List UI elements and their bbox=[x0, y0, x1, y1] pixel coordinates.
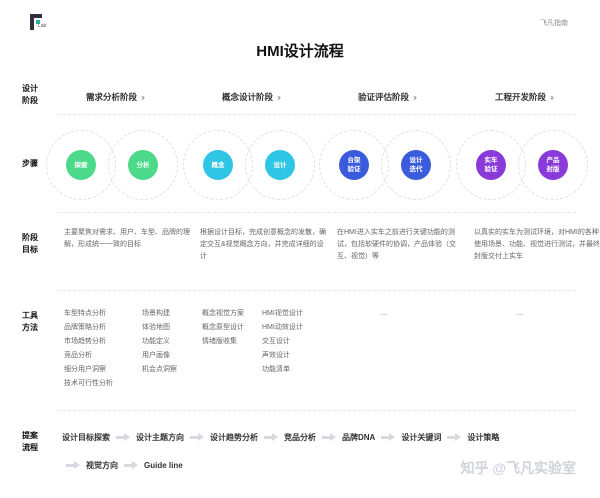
chevron-right-icon: ››› bbox=[141, 92, 145, 102]
phase-concept: 概念设计阶段››› bbox=[222, 92, 281, 102]
arrow-right-icon bbox=[190, 433, 204, 442]
step-ring bbox=[108, 130, 178, 200]
goal-text: 以真实的实车为测试环境，对HMI的各种使用场景、功能、视觉进行测试，并最终封版交… bbox=[474, 229, 600, 260]
watermark: 知乎 @飞凡实验室 bbox=[460, 460, 576, 476]
row-label-proposal: 提案流程 bbox=[22, 431, 38, 452]
proposal-step: 设计目标探索 bbox=[62, 433, 110, 442]
tool-item: HMI动效设计 bbox=[262, 324, 303, 331]
divider bbox=[58, 212, 576, 213]
tool-item: .... bbox=[380, 310, 388, 317]
step-ring bbox=[381, 130, 451, 200]
goal-text: 根据设计目标，完成创意概念的发散，确定交互&视觉概念方向，并完成详细的设计 bbox=[200, 229, 326, 260]
tool-item: .... bbox=[516, 310, 524, 317]
proposal-step: 设计趋势分析 bbox=[210, 433, 258, 442]
arrow-right-icon bbox=[322, 433, 336, 442]
step-ring bbox=[518, 130, 588, 200]
phase-validation: 验证评估阶段››› bbox=[358, 92, 417, 102]
row-label-tools: 工具方法 bbox=[22, 311, 38, 332]
tool-item: 细分用户洞察 bbox=[64, 366, 106, 373]
logo-text: Lab bbox=[38, 23, 47, 29]
arrow-right-icon bbox=[381, 433, 396, 442]
row-label-phase: 设计阶段 bbox=[22, 84, 38, 105]
tools-column: 概念视觉方案概念原型设计情绪版收集 bbox=[202, 307, 244, 349]
tool-item: 用户画像 bbox=[142, 352, 170, 359]
tool-item: 交互设计 bbox=[262, 338, 290, 345]
tool-item: 概念原型设计 bbox=[202, 324, 244, 331]
tool-item: 功能清单 bbox=[262, 366, 290, 373]
tool-item: 技术可行性分析 bbox=[64, 380, 113, 387]
chevron-right-icon: ››› bbox=[277, 92, 281, 102]
tool-item: 功能定义 bbox=[142, 338, 170, 345]
logo bbox=[30, 14, 48, 32]
step-node: 分析 bbox=[128, 150, 158, 180]
step-node: 台架 验证 bbox=[339, 150, 369, 180]
tools-column: .... bbox=[380, 307, 388, 321]
step-node: 设计 bbox=[265, 150, 295, 180]
chevron-right-icon: ››› bbox=[413, 92, 417, 102]
arrow-right-icon bbox=[124, 461, 138, 470]
tool-item: 车型特点分析 bbox=[64, 310, 106, 317]
proposal-step: 视觉方向 bbox=[86, 461, 118, 470]
arrow-right-icon bbox=[116, 433, 130, 442]
page-title: HMI设计流程 bbox=[256, 43, 344, 60]
proposal-flow-row2: 视觉方向 Guide line bbox=[66, 460, 183, 471]
proposal-step: 设计策略 bbox=[467, 433, 500, 442]
tools-column: 车型特点分析品牌策略分析市场趋势分析竞品分析细分用户洞察技术可行性分析 bbox=[64, 307, 113, 391]
proposal-step: 品牌DNA bbox=[342, 433, 376, 442]
step-node: 设计 迭代 bbox=[401, 150, 431, 180]
tool-item: 场景构建 bbox=[142, 310, 170, 317]
proposal-step: Guide line bbox=[144, 461, 183, 470]
chevron-right-icon: ››› bbox=[550, 92, 554, 102]
tool-item: 声效设计 bbox=[262, 352, 290, 359]
tools-column: .... bbox=[516, 307, 524, 321]
divider bbox=[58, 290, 576, 291]
phase-engineering: 工程开发阶段››› bbox=[495, 92, 554, 102]
proposal-step: 设计主题方向 bbox=[136, 433, 184, 442]
step-ring bbox=[245, 130, 315, 200]
tool-item: 品牌策略分析 bbox=[64, 324, 106, 331]
tool-item: HMI视觉设计 bbox=[262, 310, 303, 317]
arrow-right-icon bbox=[66, 461, 80, 470]
tool-item: 概念视觉方案 bbox=[202, 310, 244, 317]
row-label-goals: 阶段目标 bbox=[22, 233, 38, 254]
tools-column: 场景构建体验地图功能定义用户画像机会点洞察 bbox=[142, 307, 177, 377]
goal-text: 主要聚焦对需求、用户、车型、品牌的理解，形成统一一致的目标 bbox=[64, 229, 190, 248]
proposal-step: 竞品分析 bbox=[284, 433, 316, 442]
step-node: 探索 bbox=[66, 150, 96, 180]
brand-name: 飞凡指南 bbox=[540, 20, 568, 27]
proposal-step: 设计关键词 bbox=[401, 433, 442, 442]
step-node: 概念 bbox=[203, 150, 233, 180]
tool-item: 机会点洞察 bbox=[142, 366, 177, 373]
arrow-right-icon bbox=[447, 433, 462, 442]
tool-item: 体验地图 bbox=[142, 324, 170, 331]
tool-item: 竞品分析 bbox=[64, 352, 92, 359]
tool-item: 市场趋势分析 bbox=[64, 338, 106, 345]
arrow-right-icon bbox=[264, 433, 278, 442]
proposal-flow-row1: 设计目标探索 设计主题方向 设计趋势分析 竞品分析 品牌DNA 设计关键词 设计策略 bbox=[62, 432, 499, 443]
step-node: 产品 封版 bbox=[538, 150, 568, 180]
divider bbox=[58, 410, 576, 411]
row-label-steps: 步骤 bbox=[22, 159, 38, 168]
step-node: 实车 验证 bbox=[476, 150, 506, 180]
tool-item: 情绪版收集 bbox=[202, 338, 237, 345]
goal-text: 在HMI进入实车之前进行关键功能的测试，包括软硬件的协调，产品体验（交互、视觉）… bbox=[337, 229, 456, 260]
divider bbox=[58, 114, 576, 115]
phase-requirements: 需求分析阶段››› bbox=[86, 92, 145, 102]
tools-column: HMI视觉设计 HMI动效设计交互设计声效设计功能清单 bbox=[262, 307, 303, 377]
